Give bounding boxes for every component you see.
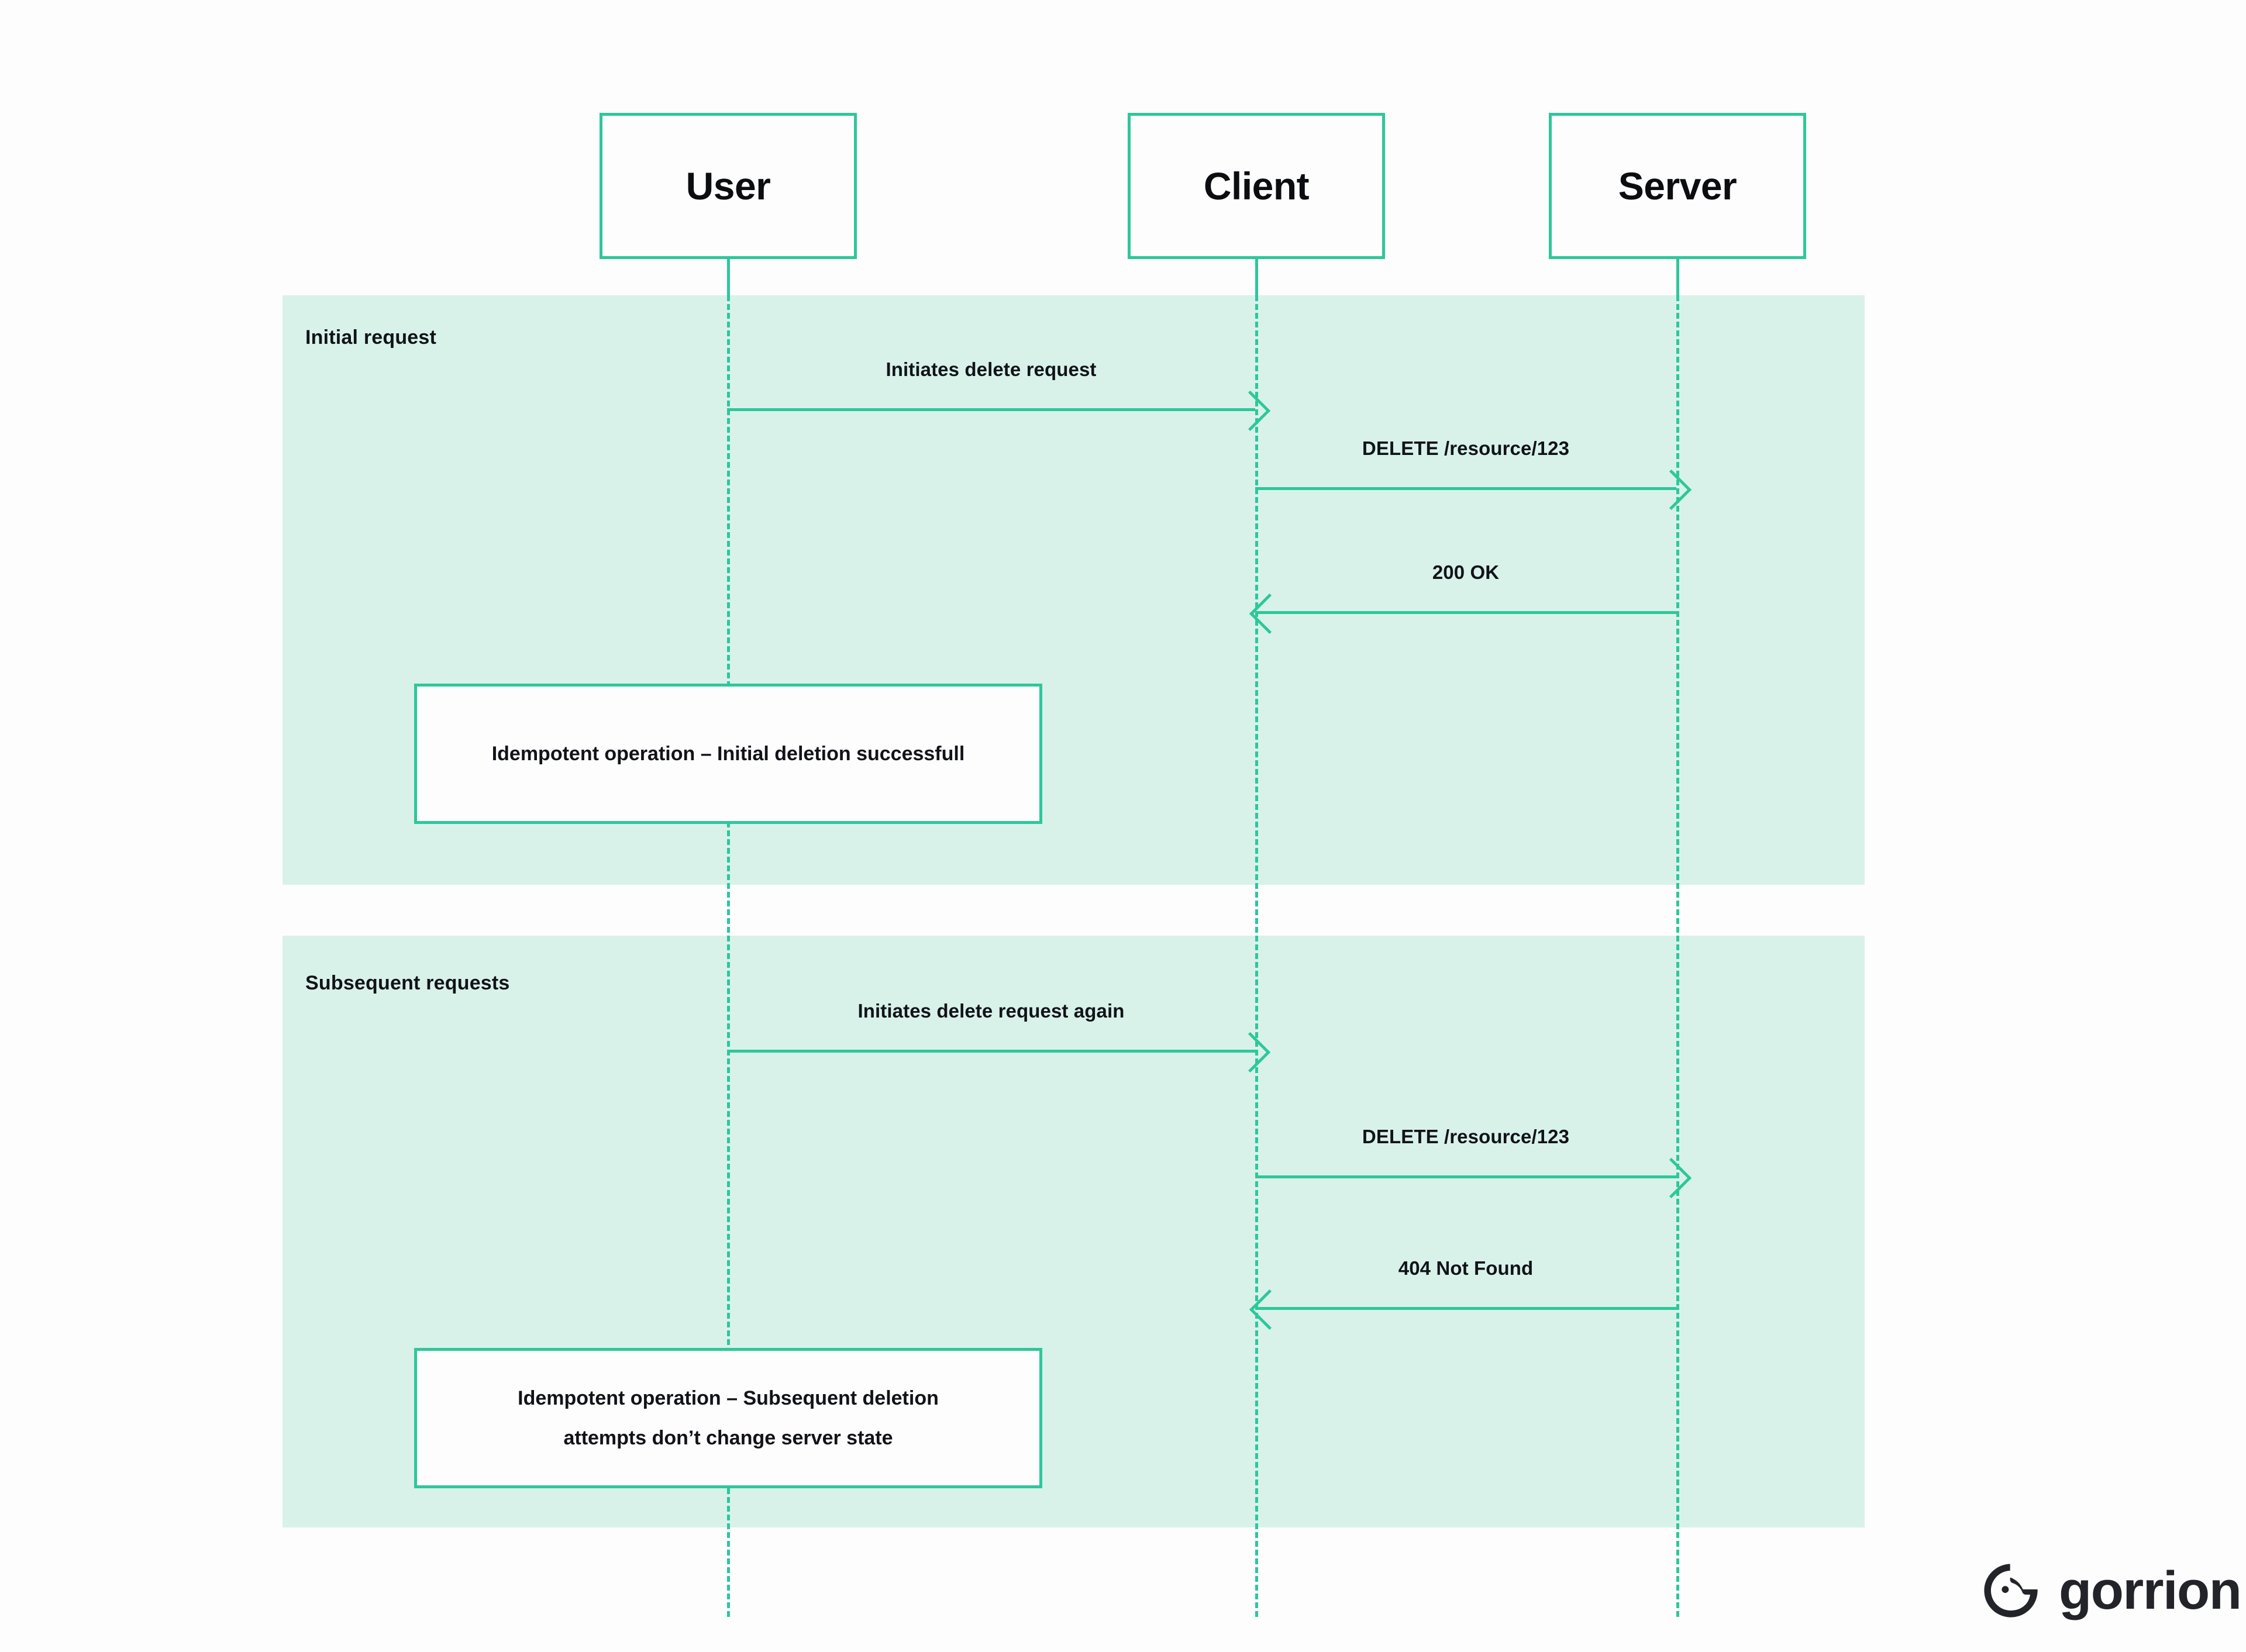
- participant-label-client: Client: [1203, 164, 1310, 208]
- message-line-404-not-found: [1255, 1307, 1676, 1310]
- note-box-subsequent: Idempotent operation – Subsequent deleti…: [414, 1348, 1042, 1488]
- lifeline-client: [1255, 295, 1258, 1617]
- lifeline-user: [727, 295, 730, 1617]
- lifeline-stub-client: [1255, 259, 1258, 296]
- participant-box-server[interactable]: Server: [1549, 113, 1806, 259]
- message-label-delete-resource-subsequent: DELETE /resource/123: [1362, 1126, 1570, 1147]
- note-text-subsequent-line-1: Idempotent operation – Subsequent deleti…: [518, 1387, 939, 1409]
- section-label-initial: Initial request: [305, 326, 437, 349]
- message-label-200-ok: 200 OK: [1432, 561, 1500, 583]
- message-line-delete-resource-subsequent: [1255, 1175, 1676, 1178]
- message-label-delete-resource-initial: DELETE /resource/123: [1362, 437, 1570, 459]
- lifeline-stub-user: [727, 259, 730, 296]
- note-text-initial-line-1: Idempotent operation – Initial deletion …: [491, 743, 965, 765]
- brand-logo: gorrion: [1983, 1561, 2242, 1620]
- section-label-subsequent: Subsequent requests: [305, 972, 510, 994]
- gorrion-mark-icon: [1983, 1563, 2039, 1619]
- message-label-initiates-delete-request: Initiates delete request: [886, 358, 1097, 380]
- participant-label-server: Server: [1618, 164, 1737, 208]
- participant-box-client[interactable]: Client: [1128, 113, 1385, 259]
- participant-label-user: User: [685, 164, 771, 208]
- message-line-initiates-delete-request-again: [727, 1050, 1255, 1053]
- note-box-initial: Idempotent operation – Initial deletion …: [414, 684, 1042, 824]
- message-label-initiates-delete-request-again: Initiates delete request again: [857, 1000, 1125, 1022]
- brand-name: gorrion: [2059, 1561, 2242, 1620]
- note-text-subsequent-line-2: attempts don’t change server state: [563, 1427, 893, 1449]
- lifeline-server: [1676, 295, 1679, 1617]
- message-label-404-not-found: 404 Not Found: [1398, 1257, 1534, 1279]
- message-line-200-ok: [1255, 611, 1676, 614]
- lifeline-stub-server: [1676, 259, 1679, 296]
- message-line-delete-resource-initial: [1255, 487, 1676, 490]
- message-line-initiates-delete-request: [727, 408, 1255, 411]
- participant-box-user[interactable]: User: [600, 113, 857, 259]
